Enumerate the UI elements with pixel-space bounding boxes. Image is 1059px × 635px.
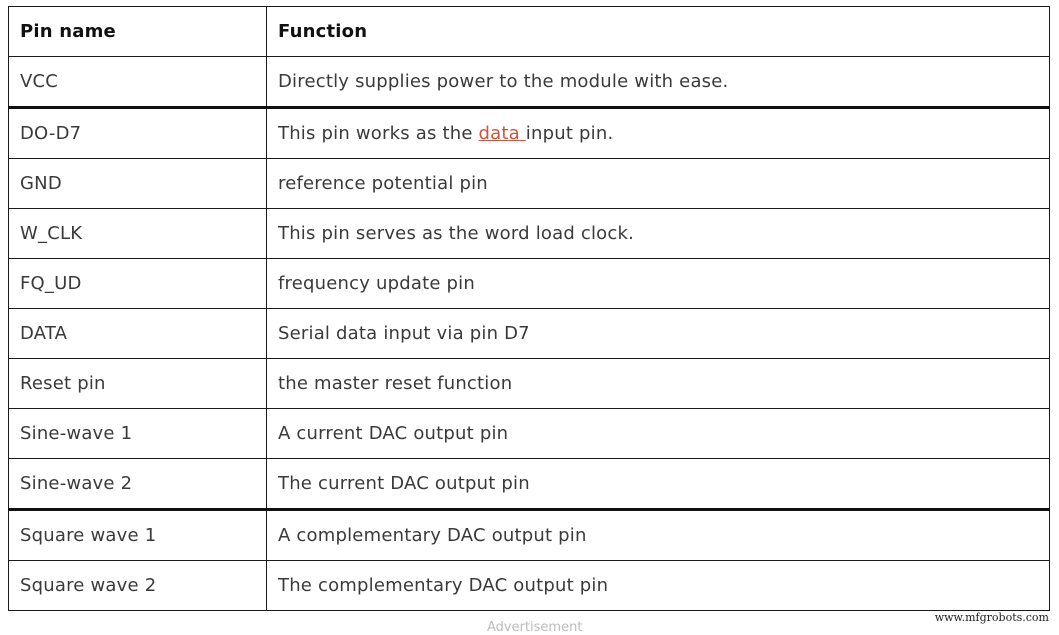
- pin-cell: VCC: [8, 56, 267, 108]
- table-row: W_CLK This pin serves as the word load c…: [8, 208, 1050, 259]
- function-text: input pin.: [525, 123, 614, 144]
- function-cell: The complementary DAC output pin: [266, 560, 1050, 611]
- table-row: GND reference potential pin: [8, 158, 1050, 209]
- pin-function-table: Pin name Function VCC Directly supplies …: [8, 6, 1050, 611]
- function-cell: the master reset function: [266, 358, 1050, 409]
- header-pin-name: Pin name: [8, 6, 267, 57]
- function-cell: Directly supplies power to the module wi…: [266, 56, 1050, 108]
- pin-cell: Square wave 2: [8, 560, 267, 611]
- data-link[interactable]: data: [478, 123, 526, 144]
- pin-cell: Sine-wave 2: [8, 458, 267, 510]
- pin-cell: Reset pin: [8, 358, 267, 409]
- pin-cell: W_CLK: [8, 208, 267, 259]
- function-cell: This pin serves as the word load clock.: [266, 208, 1050, 259]
- table-row: DO-D7 This pin works as the data input p…: [8, 106, 1050, 159]
- table-row: VCC Directly supplies power to the modul…: [8, 56, 1050, 108]
- table-row: Sine-wave 2 The current DAC output pin: [8, 458, 1050, 510]
- table-row: Square wave 1 A complementary DAC output…: [8, 508, 1050, 561]
- function-cell: A current DAC output pin: [266, 408, 1050, 459]
- function-cell: The current DAC output pin: [266, 458, 1050, 510]
- function-cell: This pin works as the data input pin.: [266, 106, 1050, 159]
- table-header-row: Pin name Function: [8, 6, 1050, 57]
- table-row: Reset pin the master reset function: [8, 358, 1050, 409]
- function-cell: A complementary DAC output pin: [266, 508, 1050, 561]
- table-row: DATA Serial data input via pin D7: [8, 308, 1050, 359]
- table-row: FQ_UD frequency update pin: [8, 258, 1050, 309]
- header-function: Function: [266, 6, 1050, 57]
- pin-cell: DATA: [8, 308, 267, 359]
- table-row: Sine-wave 1 A current DAC output pin: [8, 408, 1050, 459]
- advertisement-caption: Advertisement: [487, 620, 583, 635]
- watermark: www.mfgrobots.com: [932, 611, 1051, 624]
- table-row: Square wave 2 The complementary DAC outp…: [8, 560, 1050, 611]
- pin-cell: FQ_UD: [8, 258, 267, 309]
- function-cell: reference potential pin: [266, 158, 1050, 209]
- function-cell: Serial data input via pin D7: [266, 308, 1050, 359]
- pin-cell: Square wave 1: [8, 508, 267, 561]
- function-cell: frequency update pin: [266, 258, 1050, 309]
- pin-cell: Sine-wave 1: [8, 408, 267, 459]
- function-text: This pin works as the: [278, 123, 479, 144]
- pin-cell: GND: [8, 158, 267, 209]
- pin-cell: DO-D7: [8, 106, 267, 159]
